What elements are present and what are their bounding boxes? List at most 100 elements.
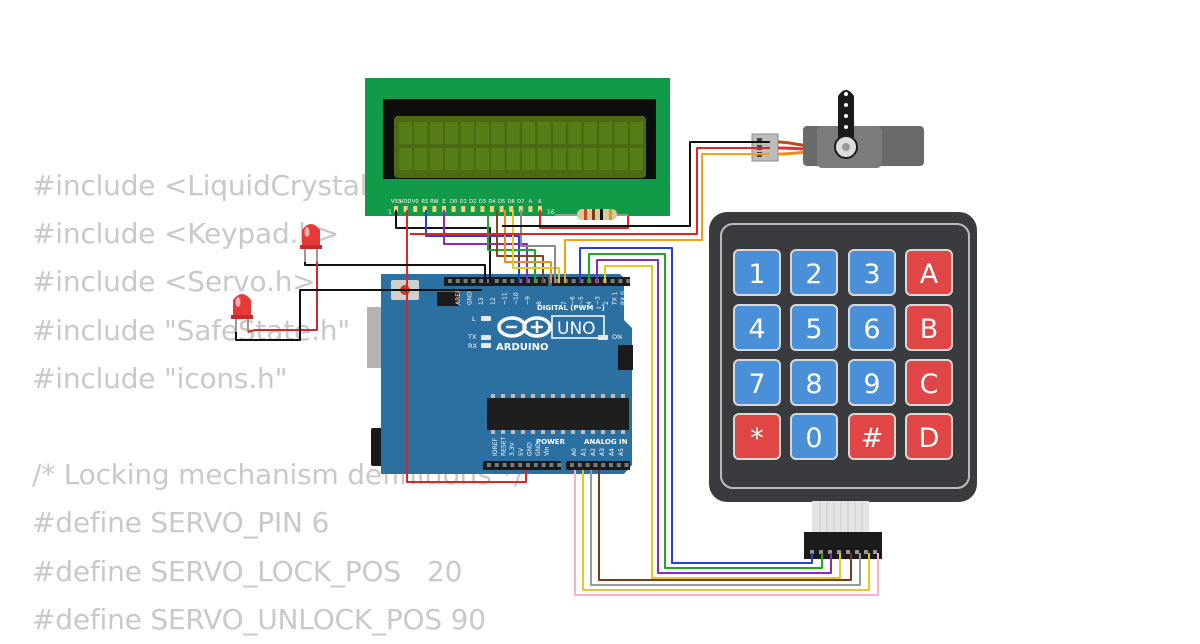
wire-kp-2 — [588, 253, 823, 569]
lcd-pin[interactable] — [403, 206, 408, 212]
svg-text:C: C — [920, 369, 939, 400]
keypad-key[interactable]: 9 — [848, 359, 896, 406]
power-label: POWER — [536, 438, 566, 446]
uno-badge — [551, 315, 605, 339]
wire-led2 — [235, 289, 482, 341]
arduino-pin-label: TX 1 — [611, 291, 618, 306]
code-line: #include "icons.h" — [32, 361, 288, 395]
svg-text:A: A — [920, 259, 939, 290]
lcd-pin[interactable] — [509, 206, 514, 212]
wire-d6 — [504, 210, 552, 283]
wire-kp-7 — [590, 470, 861, 586]
lcd-pin[interactable] — [442, 206, 446, 212]
servo-motor[interactable] — [751, 90, 924, 168]
lcd-pin-label: E — [442, 199, 445, 205]
arduino-pin-label: GND — [467, 291, 474, 305]
keypad-key[interactable]: 6 — [848, 304, 896, 351]
keypad-key[interactable]: 7 — [733, 359, 781, 406]
lcd-pin[interactable] — [394, 206, 398, 212]
svg-text:3: 3 — [863, 259, 880, 290]
arduino-pin-label: ~5 — [578, 296, 585, 305]
lcd-pin[interactable] — [490, 206, 494, 212]
arduino-pin-label: GND — [535, 442, 542, 456]
lcd-pin[interactable] — [538, 206, 542, 212]
arduino-pin-label: A2 — [590, 448, 597, 456]
arduino-uno[interactable]: UNO ARDUINO DIGITAL (PWM ~) ON TX RX L P… — [367, 274, 633, 474]
arduino-logo — [497, 316, 552, 338]
svg-text:D: D — [919, 423, 940, 454]
lcd-pin-label: D2 — [469, 199, 476, 205]
svg-text:*: * — [750, 423, 764, 454]
led-red-2[interactable] — [231, 294, 253, 332]
keypad-key[interactable]: 0 — [790, 413, 838, 460]
keypad-key[interactable]: D — [905, 413, 953, 460]
wires — [235, 141, 879, 596]
keypad-key[interactable]: # — [848, 413, 896, 460]
svg-text:6: 6 — [863, 314, 880, 345]
code-line: #include "SafeState.h" — [32, 313, 350, 347]
lcd-pin[interactable] — [480, 206, 485, 212]
wire-servo-gnd — [502, 141, 770, 227]
keypad-key[interactable]: C — [905, 359, 953, 406]
lcd-pin[interactable] — [528, 206, 533, 212]
arduino-pin-label: A0 — [571, 448, 578, 456]
lcd-pin[interactable] — [499, 206, 504, 212]
lcd-pin-label: A — [529, 199, 533, 205]
wire-rs — [425, 210, 520, 283]
lcd-pin-label: D5 — [498, 199, 505, 205]
keypad-key[interactable]: * — [733, 413, 781, 460]
lcd-pin-label: RS — [421, 199, 428, 205]
lcd-pin-label: D4 — [488, 199, 496, 205]
lcd-pin[interactable] — [432, 206, 437, 212]
arduino-pin-label: 5V — [518, 447, 525, 456]
keypad-connector — [804, 532, 882, 559]
arduino-pin-label: Vin — [544, 446, 551, 456]
resistor[interactable] — [555, 209, 628, 220]
analog-header — [566, 461, 630, 470]
lcd-pin[interactable] — [422, 206, 427, 212]
arduino-pin-label: AREF — [455, 289, 462, 305]
led-red-1[interactable] — [300, 224, 322, 262]
tx-label: TX — [467, 333, 477, 341]
arduino-pin-label: 4 — [586, 301, 593, 305]
wire-kp-5 — [574, 470, 879, 596]
lcd-pin[interactable] — [461, 206, 466, 212]
arduino-pin-label: IOREF — [492, 438, 499, 456]
keypad-key[interactable]: 8 — [790, 359, 838, 406]
arduino-pin-label: 3.3V — [509, 441, 516, 456]
arduino-pin-label: 7 — [561, 301, 568, 305]
uno-label: UNO — [557, 319, 596, 339]
arduino-pin-label: A1 — [580, 448, 587, 456]
keypad-key[interactable]: 4 — [733, 304, 781, 351]
lcd-pin-label: V0 — [412, 199, 419, 205]
arduino-pin-label: 13 — [478, 297, 485, 305]
keypad-key[interactable]: 1 — [733, 249, 781, 296]
keypad-key[interactable]: 2 — [790, 249, 838, 296]
lcd-pin-label: D1 — [460, 199, 467, 205]
svg-text:2: 2 — [805, 259, 822, 290]
lcd-pin-label: D0 — [450, 199, 457, 205]
keypad-key[interactable]: 3 — [848, 249, 896, 296]
wire-kp-1 — [579, 247, 813, 564]
lcd-pin[interactable] — [413, 206, 418, 212]
lcd-pin[interactable] — [451, 206, 456, 212]
digital-label: DIGITAL (PWM ~) — [537, 304, 605, 312]
lcd-pin[interactable] — [518, 206, 523, 212]
arduino-pin-label: 12 — [490, 297, 497, 305]
svg-text:5: 5 — [805, 314, 822, 345]
wire-bl — [520, 210, 556, 283]
wire-d7 — [512, 210, 560, 283]
keypad-key[interactable]: A — [905, 249, 953, 296]
servo-horn — [838, 90, 854, 147]
keypad-key[interactable]: B — [905, 304, 953, 351]
arduino-brand-label: ARDUINO — [496, 342, 548, 353]
lcd-pin-start-label: 1 — [388, 209, 392, 216]
keypad-key[interactable]: 5 — [790, 304, 838, 351]
lcd-pin-label: K — [538, 199, 542, 205]
lcd-pin-label: VSS — [391, 199, 401, 205]
lcd-pin[interactable] — [470, 206, 475, 212]
svg-text:9: 9 — [863, 369, 880, 400]
